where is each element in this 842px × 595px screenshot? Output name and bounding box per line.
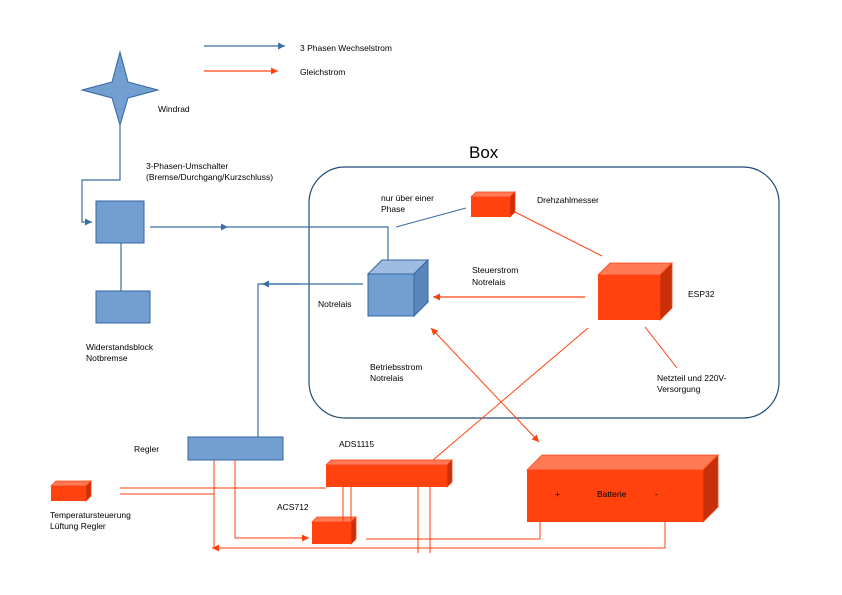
wire-windrad-switch (81, 125, 121, 226)
wire-acs-battery-plus (366, 522, 541, 540)
resistor-label-2: Notbremse (86, 353, 128, 363)
legend-ac-label: 3 Phasen Wechselstrom (300, 43, 392, 53)
tacho-block (470, 191, 516, 218)
battery-block (526, 454, 719, 523)
acs-label: ACS712 (277, 502, 309, 512)
box-title: Box (469, 143, 499, 162)
operating-label-2: Notrelais (370, 373, 404, 383)
battery-plus: + (555, 489, 560, 499)
ads-label: ADS1115 (339, 439, 374, 449)
battery-minus: - (655, 489, 658, 499)
psu-label-1: Netzteil und 220V- (657, 373, 727, 383)
operating-label-1: Betriebsstrom (370, 362, 422, 372)
resistor-block (95, 290, 151, 324)
psu-label-2: Versorgung (657, 384, 701, 394)
regler-label: Regler (134, 444, 159, 454)
relay-label: Notrelais (318, 299, 352, 309)
tacho-label: Drehzahlmesser (537, 195, 599, 205)
phase-switch-block (95, 200, 145, 244)
box-enclosure (308, 166, 780, 419)
wire-tacho-esp32 (514, 211, 603, 257)
control-label-2: Notrelais (472, 277, 506, 287)
temp-label-2: Lüftung Regler (50, 521, 106, 531)
wire-esp32-ads (432, 327, 589, 461)
phase-switch-label-2: (Bremse/Durchgang/Kurzschluss) (146, 172, 273, 182)
wire-battery-minus-return (212, 522, 666, 552)
wire-box-relay (228, 226, 389, 262)
wire-esp32-psu (644, 326, 678, 369)
one-phase-label-2: Phase (381, 204, 405, 214)
wire-one-phase (395, 207, 467, 228)
control-label-1: Steuerstrom (472, 265, 518, 275)
regler-block (187, 436, 284, 461)
esp32-block (597, 262, 673, 321)
wire-regler-acs (234, 460, 309, 542)
one-phase-label-1: nur über einer (381, 193, 434, 203)
resistor-label-1: Widerstandsblock (86, 342, 154, 352)
windrad-label: Windrad (158, 104, 190, 114)
relay-cube (366, 258, 430, 318)
battery-label: Batterie (597, 489, 627, 499)
acs-block (311, 516, 357, 545)
phase-switch-label-1: 3-Phasen-Umschalter (146, 161, 228, 171)
temp-label-1: Temperatursteuerung (50, 510, 131, 520)
temp-block (50, 480, 92, 502)
windrad-star-icon (80, 50, 160, 127)
wire-regler-relay (257, 283, 363, 437)
ads-block (325, 459, 453, 488)
legend-dc-label: Gleichstrom (300, 67, 345, 77)
wire-operating-relay-battery (430, 327, 540, 443)
esp32-label: ESP32 (688, 289, 715, 299)
